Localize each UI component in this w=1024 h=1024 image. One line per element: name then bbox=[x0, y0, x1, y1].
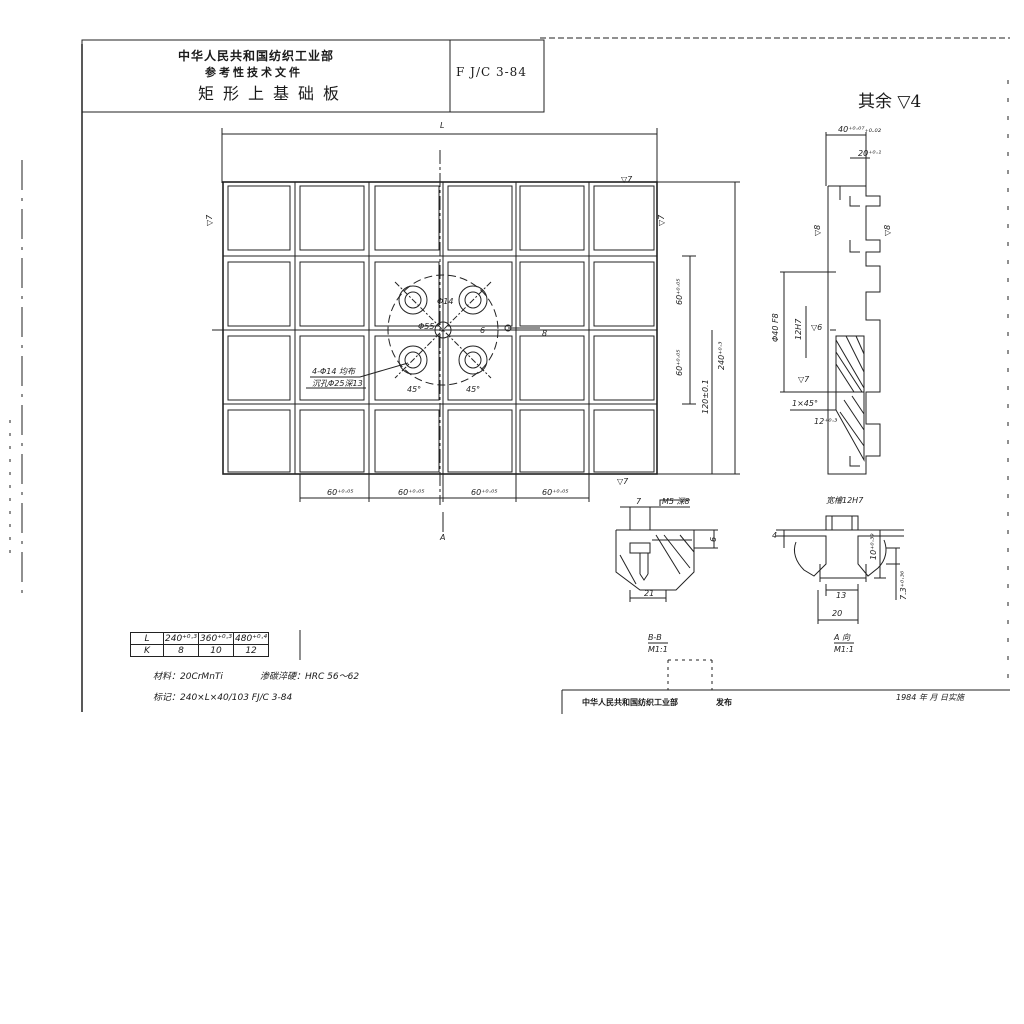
dim-240: 240⁺⁰·³ bbox=[717, 342, 726, 370]
a-scale: M1:1 bbox=[834, 645, 854, 654]
a-width-13: 13 bbox=[836, 591, 846, 600]
roughness-note: 其余 ▽4 bbox=[858, 92, 922, 112]
dim-angle-2: 45° bbox=[466, 385, 480, 394]
a-label: A 向 bbox=[833, 633, 851, 642]
side-roughness-7: ▽7 bbox=[798, 375, 810, 384]
dim-phi55: Φ55 bbox=[418, 322, 434, 331]
part-name: 矩形上基础板 bbox=[198, 84, 349, 103]
a-height: 10⁺⁰·³⁹ bbox=[869, 533, 878, 560]
dim-row-pitch: 60⁺⁰·⁰⁵ bbox=[675, 278, 684, 305]
roughness-top: ▽7 bbox=[621, 175, 633, 184]
side-roughness-6: ▽6 bbox=[811, 323, 822, 332]
dim-center-bore: Φ40 F8 bbox=[771, 313, 780, 342]
a-left-dim: 4 bbox=[772, 531, 777, 540]
dim-chamfer: 1×45° bbox=[792, 399, 818, 408]
dim-col-1: 60⁺⁰·⁰⁵ bbox=[327, 488, 354, 497]
dim-8: 8 bbox=[542, 329, 547, 338]
issue-strip bbox=[299, 630, 1010, 714]
bb-bottom-dim: 21 bbox=[644, 589, 654, 598]
size-table-cell: 10 bbox=[198, 644, 235, 657]
size-table-header: 480⁺⁰·⁴ bbox=[233, 632, 270, 645]
detail-a-text: 宽槽12H7 4 10⁺⁰·³⁹ 7.3⁺⁰·³⁶ 13 20 A 向 M1:1 bbox=[772, 496, 908, 654]
roughness-right: ▽7 bbox=[657, 214, 666, 226]
treatment-note: 渗碳淬硬：HRC 56～62 bbox=[260, 672, 360, 682]
dim-phi14: Φ14 bbox=[437, 297, 453, 306]
plan-view bbox=[212, 128, 740, 532]
marking-note: 标记：240×L×40/103 FJ/C 3-84 bbox=[153, 693, 293, 703]
dim-slot-top: 20⁺⁰·¹ bbox=[858, 149, 881, 158]
bb-top-dim: 7 bbox=[636, 497, 642, 506]
size-table-header: L bbox=[130, 632, 164, 645]
size-table-row: K 8 10 12 bbox=[130, 644, 270, 657]
title-block bbox=[81, 39, 545, 113]
implementation-date: 1984 年 月 日实施 bbox=[896, 693, 964, 702]
hole-note-2: 沉孔Φ25深13 bbox=[312, 379, 363, 388]
standard-code: F J/C 3-84 bbox=[456, 65, 527, 79]
side-section-text: 40⁺⁰·⁰⁷₊₀.₀₂ 20⁺⁰·¹ ▽8 ▽8 Φ40 F8 12H7 ▽6… bbox=[771, 125, 892, 426]
bb-right-dim: 6 bbox=[709, 537, 718, 542]
detail-a bbox=[776, 515, 904, 644]
sheet-border bbox=[9, 37, 1010, 712]
size-table-header: 360⁺⁰·³ bbox=[198, 632, 235, 645]
dim-slot-depth: 12⁺⁰·³ bbox=[814, 417, 837, 426]
organization-name: 中华人民共和国纺织工业部 bbox=[178, 49, 335, 63]
roughness-left: ▽7 bbox=[205, 214, 214, 226]
roughness-bottom: ▽7 bbox=[617, 477, 629, 486]
size-table-cell: 8 bbox=[162, 644, 200, 657]
bb-thread: M5 深8 bbox=[662, 497, 690, 506]
dim-thickness: 40⁺⁰·⁰⁷₊₀.₀₂ bbox=[838, 125, 882, 134]
material-note: 材料：20CrMnTi bbox=[153, 672, 223, 682]
a-slot: 宽槽12H7 bbox=[826, 496, 864, 505]
size-table-header: 240⁺⁰·³ bbox=[162, 632, 200, 645]
dim-6: 6 bbox=[480, 326, 485, 335]
a-width-20: 20 bbox=[832, 609, 842, 618]
dim-angle-1: 45° bbox=[407, 385, 421, 394]
side-roughness-left: ▽8 bbox=[813, 225, 822, 236]
dim-col-2: 60⁺⁰·⁰⁵ bbox=[398, 488, 425, 497]
size-table-row: L 240⁺⁰·³ 360⁺⁰·³ 480⁺⁰·⁴ bbox=[130, 632, 270, 645]
detail-bb-text: 7 M5 深8 6 21 B-B M1:1 bbox=[636, 497, 718, 654]
bb-label: B-B bbox=[648, 633, 662, 642]
a-lower: 7.3⁺⁰·³⁶ bbox=[899, 570, 908, 600]
side-section bbox=[780, 132, 881, 475]
detail-bb bbox=[615, 499, 718, 644]
dim-col-4: 60⁺⁰·⁰⁵ bbox=[542, 488, 569, 497]
dim-row-pitch-2: 60⁺⁰·⁰⁵ bbox=[675, 349, 684, 376]
dim-120: 120±0.1 bbox=[701, 379, 710, 414]
size-table-cell: 12 bbox=[233, 644, 270, 657]
dim-L: L bbox=[440, 121, 444, 130]
side-roughness-right: ▽8 bbox=[883, 225, 892, 236]
hole-note-1: 4-Φ14 均布 bbox=[312, 367, 356, 376]
issuer-name: 中华人民共和国纺织工业部 bbox=[582, 698, 678, 707]
issue-label: 发布 bbox=[716, 698, 732, 707]
plan-view-text: L 240⁺⁰·³ 60⁺⁰·⁰⁵ 60⁺⁰·⁰⁵ 120±0.1 60⁺⁰·⁰… bbox=[205, 121, 726, 542]
size-table: L 240⁺⁰·³ 360⁺⁰·³ 480⁺⁰·⁴ K 8 10 12 bbox=[130, 632, 270, 657]
section-a-label: A bbox=[439, 533, 445, 542]
dim-slot-width: 12H7 bbox=[794, 318, 803, 340]
bb-scale: M1:1 bbox=[648, 645, 668, 654]
size-table-row-label: K bbox=[130, 644, 164, 657]
document-type: 参考性技术文件 bbox=[205, 66, 303, 79]
dim-col-3: 60⁺⁰·⁰⁵ bbox=[471, 488, 498, 497]
